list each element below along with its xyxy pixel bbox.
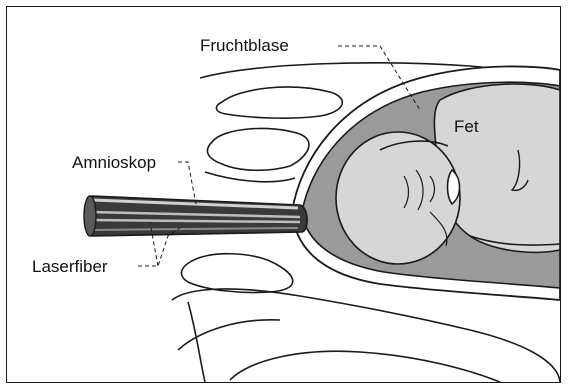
label-fet: Fet xyxy=(454,118,479,135)
label-amnioskop: Amnioskop xyxy=(72,154,156,171)
leader-amnioskop xyxy=(178,162,196,204)
label-laserfiber: Laserfiber xyxy=(32,258,108,275)
label-fruchtblase: Fruchtblase xyxy=(200,37,289,54)
